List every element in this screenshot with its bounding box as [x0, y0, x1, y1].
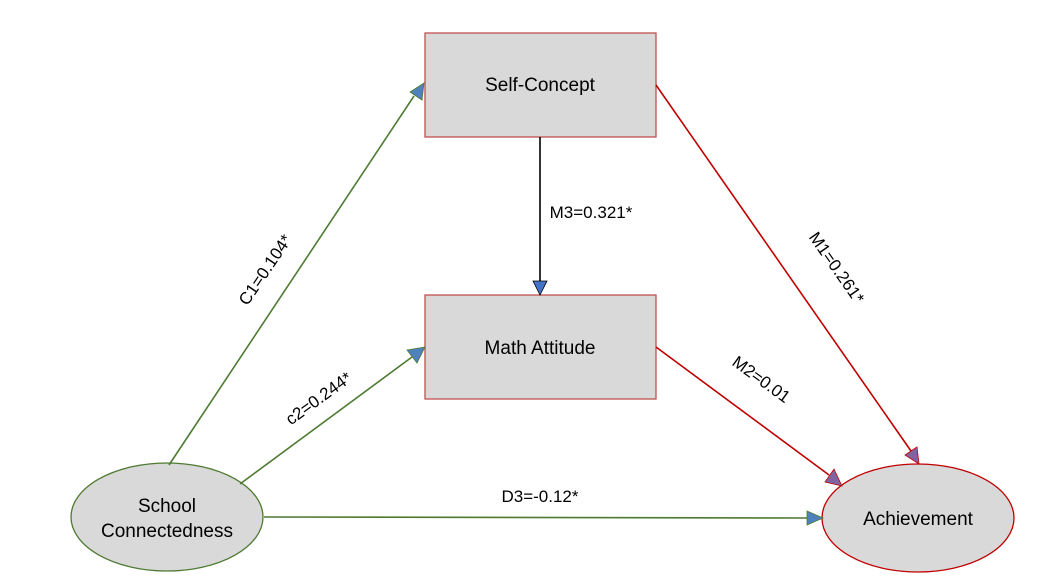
- self-concept-label: Self-Concept: [485, 75, 596, 96]
- d3-label: D3=-0.12*: [501, 487, 578, 506]
- self-concept-box: [424, 32, 657, 138]
- school-connectedness-ellipse: [70, 462, 264, 572]
- m1-label: M1=0.261*: [805, 229, 868, 308]
- math-attitude-box: [424, 294, 657, 400]
- school-connectedness-label-line2: Connectedness: [101, 521, 233, 542]
- m3-arrowhead: [532, 280, 548, 296]
- d3-arrowhead: [806, 510, 824, 526]
- c1-arrowhead: [409, 82, 425, 101]
- c1-path-line: [168, 95, 415, 466]
- m2-path-line: [655, 346, 830, 476]
- d3-path-line: [263, 516, 809, 519]
- m3-label: M3=0.321*: [550, 203, 633, 222]
- m2-label: M2=0.01: [729, 352, 794, 407]
- math-attitude-label: Math Attitude: [485, 338, 596, 359]
- m1-path-line: [655, 84, 912, 452]
- c2-label: c2=0.244*: [282, 368, 356, 429]
- achievement-label: Achievement: [863, 509, 974, 530]
- c2-path-line: [239, 356, 413, 485]
- m1-arrowhead: [904, 446, 920, 465]
- c1-label: C1=0.104*: [235, 231, 296, 309]
- c2-arrowhead: [406, 346, 426, 364]
- m2-arrowhead: [824, 468, 843, 487]
- school-connectedness-label-line1: School: [138, 496, 196, 517]
